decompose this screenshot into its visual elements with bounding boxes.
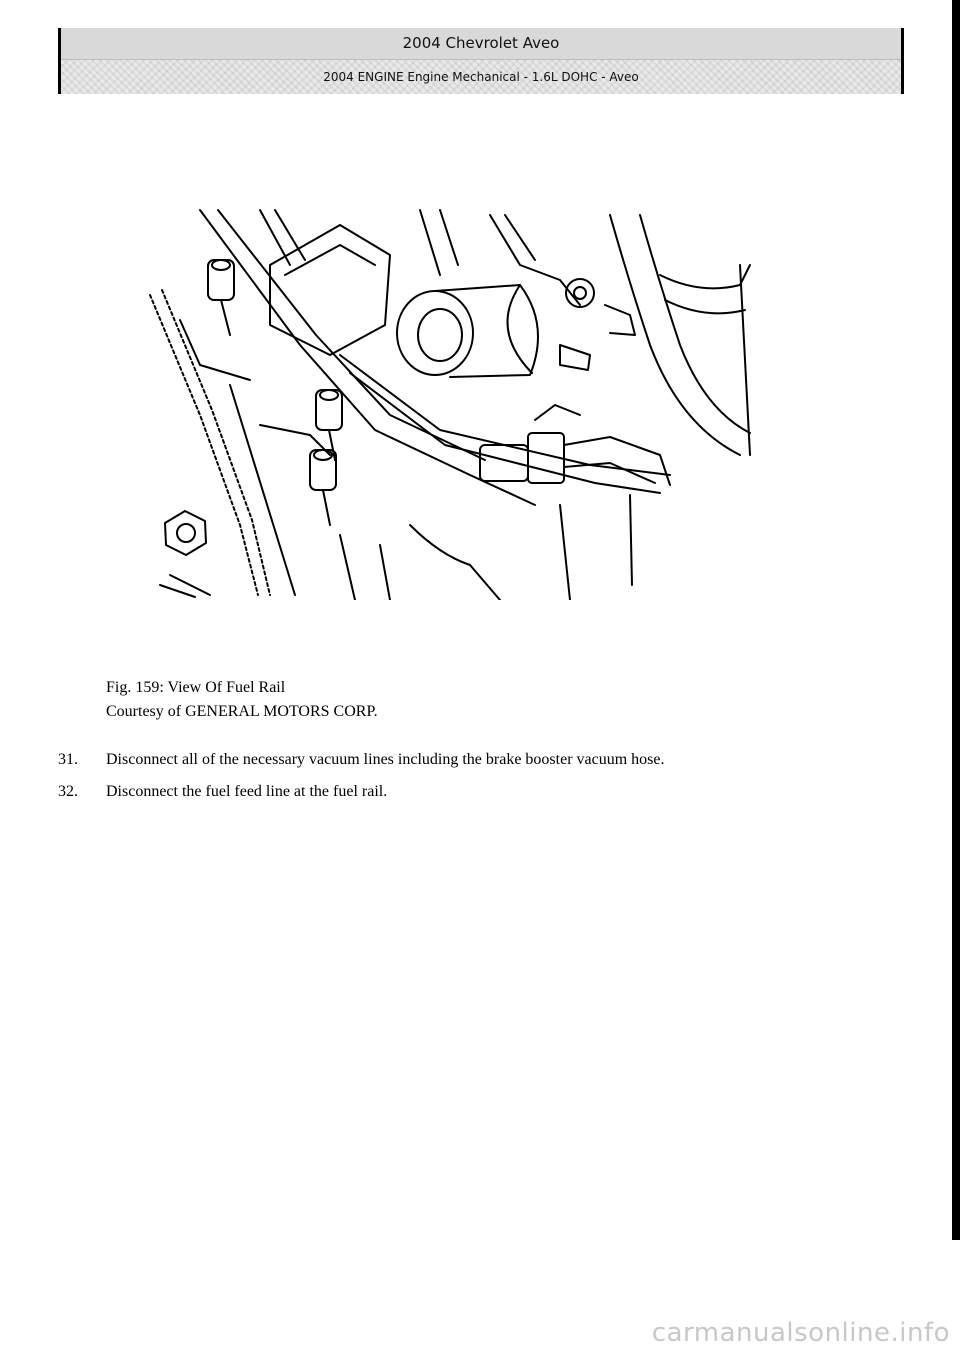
- right-margin-rule: [952, 0, 960, 1240]
- step-number: 32.: [58, 783, 78, 800]
- header-subtitle: 2004 ENGINE Engine Mechanical - 1.6L DOH…: [61, 60, 901, 94]
- procedure-steps: 31. Disconnect all of the necessary vacu…: [58, 744, 918, 808]
- procedure-step: 31. Disconnect all of the necessary vacu…: [58, 744, 918, 776]
- figure-caption: Fig. 159: View Of Fuel Rail Courtesy of …: [106, 676, 378, 724]
- header-title: 2004 Chevrolet Aveo: [61, 28, 901, 60]
- site-watermark: carmanualsonline.info: [651, 1318, 950, 1348]
- figure-caption-credit: Courtesy of GENERAL MOTORS CORP.: [106, 703, 378, 720]
- fuel-rail-illustration: [149, 209, 751, 600]
- step-number: 31.: [58, 751, 78, 768]
- procedure-step: 32. Disconnect the fuel feed line at the…: [58, 776, 918, 808]
- page-header: 2004 Chevrolet Aveo 2004 ENGINE Engine M…: [58, 28, 904, 94]
- figure-caption-title: Fig. 159: View Of Fuel Rail: [106, 679, 286, 696]
- step-text: Disconnect the fuel feed line at the fue…: [106, 783, 388, 800]
- step-text: Disconnect all of the necessary vacuum l…: [106, 751, 665, 768]
